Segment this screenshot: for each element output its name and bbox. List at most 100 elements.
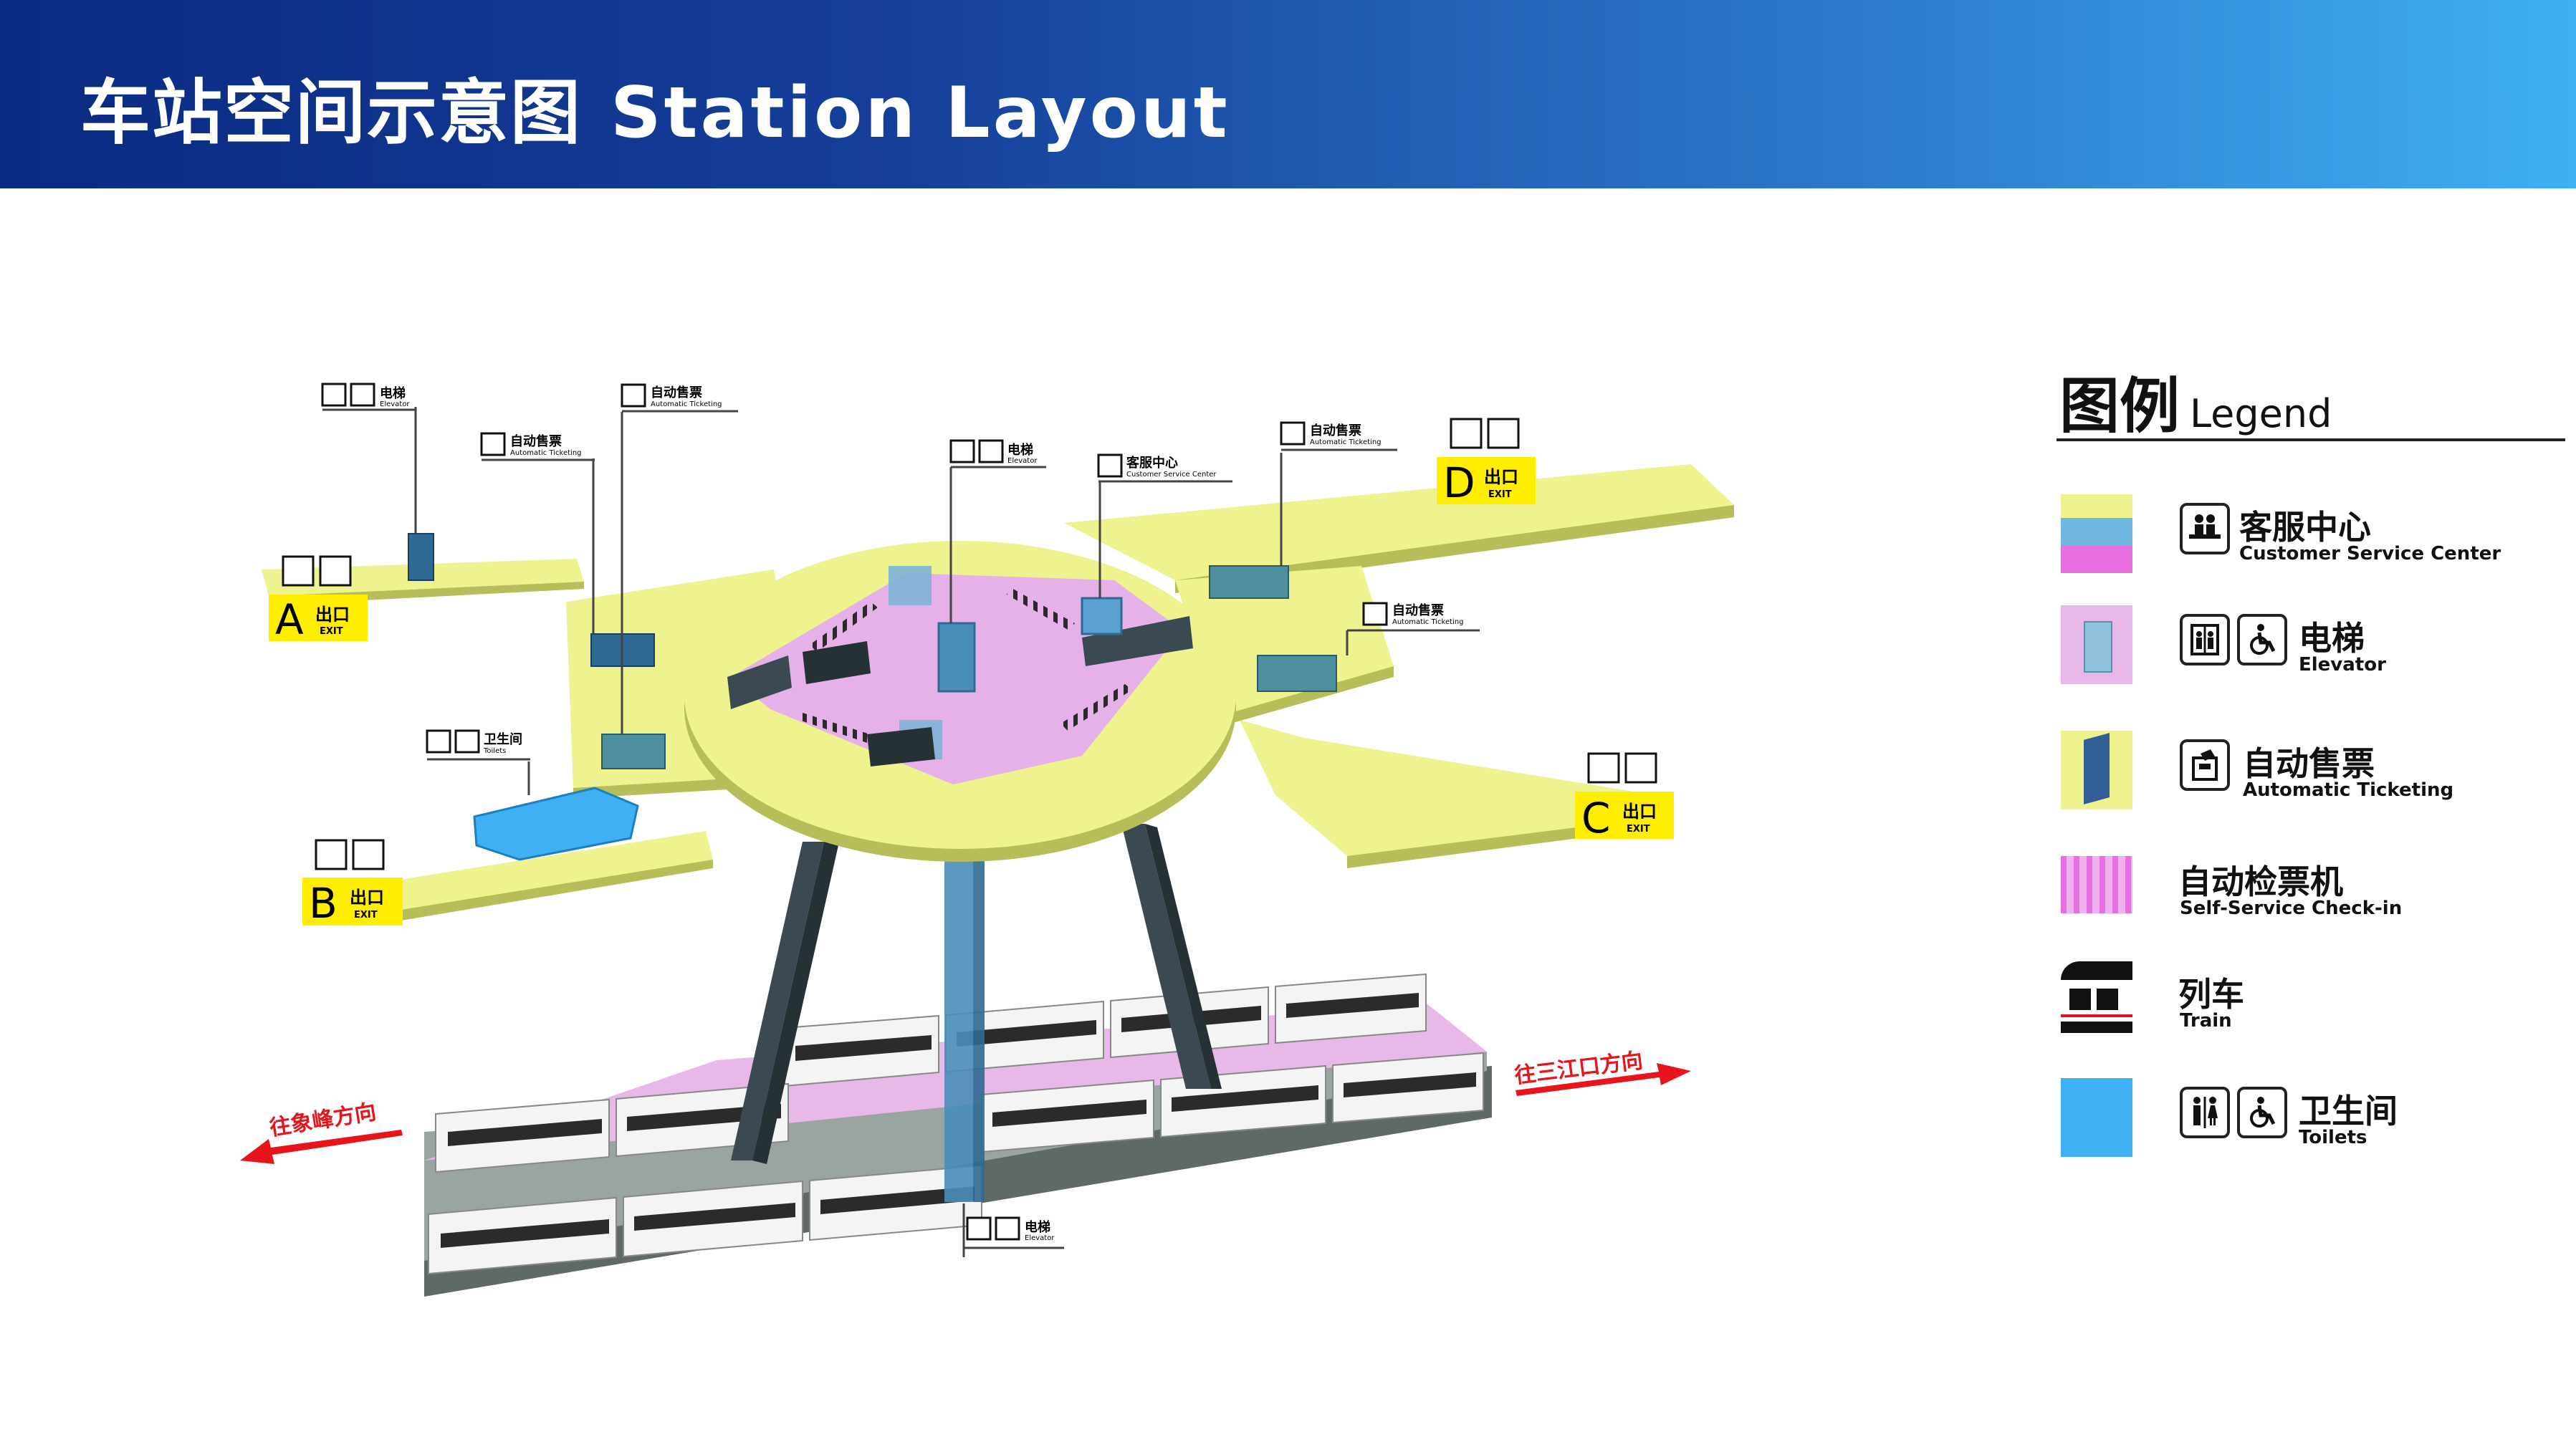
exit-letter: C [1581,794,1611,842]
stair-shafts [731,824,1222,1202]
legend-label-cn: 自动售票 [2243,744,2375,783]
swatch-train-window [2069,989,2091,1010]
exit-letter: D [1443,458,1475,507]
legend-icons [2180,614,2287,665]
sign-label-en: Elevator [380,400,410,408]
legend-swatch-toilets [2061,1078,2132,1157]
legend-title-cn: 图例 [2059,371,2180,441]
legend-label-cn: 电梯 [2299,619,2365,658]
legend-label-cn: 卫生间 [2299,1092,2398,1130]
sign-label-cn: 自动售票 [651,385,702,400]
direction-left: 往象峰方向 [240,1100,403,1164]
exit-badge-bg [302,878,403,926]
sign-label-cn: 电梯 [380,385,406,401]
swatch-ticket-machine [2084,733,2110,804]
stair-shaft-right-side [1145,824,1222,1089]
exit-label-cn: 出口 [1484,467,1518,487]
elevator-icon [966,1216,992,1241]
exit-badges: A 出口 EXIT B 出口 EXIT C 出口 EXIT D 出口 EXIT [269,418,1674,928]
direction-arrow-left [240,1130,403,1164]
sign-label-en: Automatic Ticketing [651,400,722,408]
escalator-icon [282,555,315,587]
corridor-exit-c [1240,720,1634,856]
concourse-level [262,464,1734,921]
station-layout-diagram: 电梯 Elevator 自动售票 Automatic Ticketing 自动售… [240,383,1734,1297]
toilets-block [473,787,639,861]
escalator-ramp [1082,616,1193,666]
sign-label-cn: 自动售票 [1392,602,1444,618]
sign-label-en: Automatic Ticketing [1310,438,1382,446]
elevator-shaft-side [973,851,985,1202]
escalator-icon [1624,752,1657,784]
legend-icons [2180,503,2230,554]
wheelchair-icon [2237,1087,2287,1138]
elevator-icon [2180,614,2230,665]
elevator-west [408,533,434,581]
stair-shaft-right [1121,824,1211,1089]
legend-swatch-service-center [2061,494,2132,573]
legend-swatch-checkin [2061,856,2132,913]
legend-item-elevator: 电梯 Elevator [2057,605,2569,691]
exit-a: A 出口 EXIT [269,555,368,644]
ticket-machine-icon [621,383,646,408]
sign-label-en: Elevator [1007,457,1038,465]
train-windows [992,1100,1146,1127]
corridor-exit-b-edge [401,860,713,921]
legend-label-en: Self-Service Check-in [2180,898,2403,919]
legend-label-en: Elevator [2299,654,2386,676]
sign-label-en: Automatic Ticketing [510,449,582,457]
legend-icons [2180,739,2230,791]
wheelchair-icon [995,1216,1020,1241]
sign-label-cn: 卫生间 [484,731,522,747]
toilet-icon [426,729,451,754]
signs: 电梯 Elevator 自动售票 Automatic Ticketing 自动售… [321,383,1480,1257]
swatch-train-base [2061,1022,2132,1033]
ticket-machine-group [601,734,666,769]
legend-label-en: Automatic Ticketing [2243,779,2454,801]
toilet-icon [2180,1087,2230,1138]
wheelchair-icon [454,729,480,754]
train-windows [1172,1085,1318,1112]
sign-ticketing-4: 自动售票 Automatic Ticketing [1346,602,1480,655]
train-windows [1286,993,1419,1018]
train-front-row [428,1164,982,1275]
direction-arrow-right [1516,1063,1691,1096]
east-hall-edge [1218,666,1394,727]
train-windows [1344,1072,1476,1097]
exit-label-en: EXIT [354,910,378,921]
ticket-machine-icon [1280,421,1306,446]
gate-row [1060,684,1132,731]
ticket-machine-group [1209,565,1289,599]
direction-label-left: 往象峰方向 [268,1100,378,1141]
elevator-central [937,622,976,693]
escalator-ramp [867,727,935,766]
sign-label-cn: 电梯 [1007,442,1033,458]
train-windows [820,1186,975,1214]
legend-label-en: Toilets [2299,1127,2367,1148]
legend-label-cn: 客服中心 [2239,508,2371,547]
exit-badge-bg [1575,792,1674,839]
sign-label-cn: 客服中心 [1126,455,1178,471]
title-en: Station Layout [611,72,1230,154]
ticket-machine-icon [1362,602,1388,626]
stair-shaft-left [731,842,824,1160]
train-windows [448,1119,602,1146]
legend-swatch-train [2061,961,2132,1033]
corridor-exit-d [1064,464,1734,580]
sign-ticketing-2: 自动售票 Automatic Ticketing [621,383,738,734]
wheelchair-icon [350,383,375,407]
wheelchair-icon [2237,614,2287,665]
escalator-icon [319,555,352,587]
exit-b: B 出口 EXIT [302,839,403,928]
exit-d: D 出口 EXIT [1437,418,1536,507]
legend-item-service-center: 客服中心 Customer Service Center [2057,494,2569,580]
exit-badge-bg [269,595,368,641]
escalator-icon [315,839,348,870]
legend-label-en: Customer Service Center [2239,543,2501,564]
corridor-exit-b [391,831,713,910]
gate-row [1007,587,1075,630]
escalator-icon [1587,752,1620,784]
